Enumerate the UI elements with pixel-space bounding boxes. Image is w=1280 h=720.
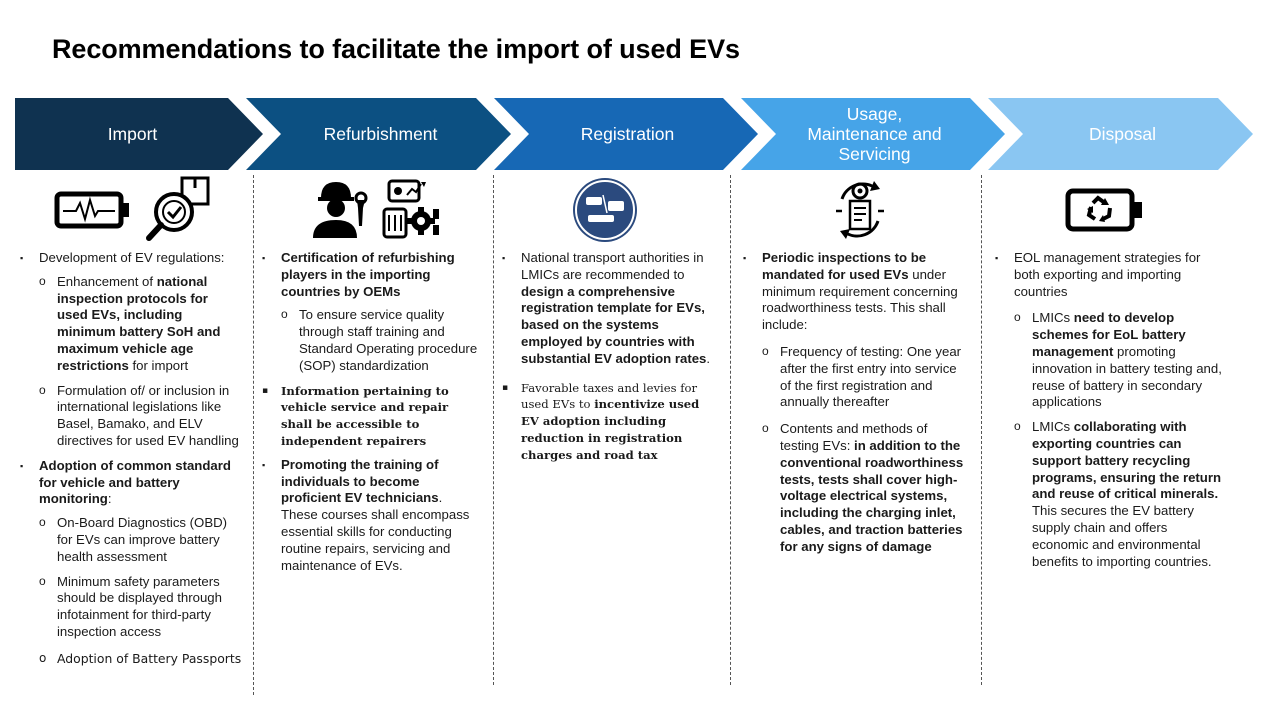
- usage-icons: [800, 175, 920, 245]
- stage-usage-label-line2: Maintenance and: [807, 124, 942, 144]
- list-item: On-Board Diagnostics (OBD) for EVs can i…: [38, 514, 242, 565]
- chevron-import: [15, 98, 263, 170]
- magnifier-check-icon: [146, 176, 210, 241]
- list-item: Periodic inspections to be mandated for …: [743, 250, 968, 334]
- list-item: Favorable taxes and levies for used EVs …: [502, 380, 717, 464]
- list-item: EOL management strategies for both expor…: [995, 250, 1225, 300]
- refurbishment-column: Certification of refurbishing players in…: [262, 250, 482, 581]
- chevron-disposal: [988, 98, 1253, 170]
- list-item: Development of EV regulations:: [20, 250, 242, 267]
- column-divider: [253, 175, 254, 695]
- usage-column: Periodic inspections to be mandated for …: [743, 250, 968, 564]
- list-item: Minimum safety parameters should be disp…: [38, 573, 242, 641]
- process-chevrons: [15, 98, 1253, 170]
- list-item: Formulation of/ or inclusion in internat…: [38, 382, 242, 450]
- vehicle-registration-badge-icon: [573, 178, 637, 242]
- stage-registration-label: Registration: [580, 124, 675, 144]
- disposal-icons: [1050, 175, 1160, 245]
- stage-usage-label-line1: Usage,: [846, 104, 903, 124]
- stage-refurbishment-label: Refurbishment: [323, 124, 438, 144]
- stage-import-label: Import: [107, 124, 158, 144]
- gear-cycle-document-icon: [836, 181, 884, 239]
- list-item: Contents and methods of testing EVs: in …: [761, 420, 968, 555]
- battery-pulse-icon: [54, 191, 129, 229]
- column-divider: [981, 175, 982, 685]
- mechanic-icon: [313, 182, 368, 238]
- stage-usage-label: Usage, Maintenance and Servicing: [762, 98, 987, 170]
- stage-usage-label-line3: Servicing: [838, 144, 911, 164]
- battery-recycle-icon: [1065, 188, 1142, 232]
- chevron-usage: [741, 98, 1005, 170]
- machine-gear-icon: [382, 179, 439, 239]
- import-column: Development of EV regulations: Enhanceme…: [20, 250, 242, 676]
- column-divider: [493, 175, 494, 685]
- list-item: LMICs collaborating with exporting count…: [1013, 418, 1225, 570]
- registration-column: National transport authorities in LMICs …: [502, 250, 717, 471]
- list-item: Certification of refurbishing players in…: [262, 250, 482, 300]
- list-item: Adoption of common standard for vehicle …: [20, 458, 242, 508]
- chevron-registration: [494, 98, 758, 170]
- disposal-column: EOL management strategies for both expor…: [995, 250, 1225, 578]
- refurbishment-icons: [290, 175, 460, 245]
- chevron-refurbishment: [246, 98, 511, 170]
- page-title: Recommendations to facilitate the import…: [52, 34, 740, 64]
- list-item: Frequency of testing: One year after the…: [761, 343, 968, 411]
- list-item: Information pertaining to vehicle servic…: [262, 383, 482, 450]
- column-divider: [730, 175, 731, 685]
- list-item: National transport authorities in LMICs …: [502, 250, 717, 368]
- list-item: Promoting the training of individuals to…: [262, 457, 482, 575]
- registration-icons: [540, 175, 670, 245]
- import-icons: [40, 175, 230, 245]
- stage-disposal-label: Disposal: [1088, 124, 1157, 144]
- list-item: LMICs need to develop schemes for EoL ba…: [1013, 309, 1225, 411]
- list-item: Enhancement of national inspection proto…: [38, 273, 242, 375]
- list-item: Adoption of Battery Passports: [38, 650, 242, 668]
- list-item: To ensure service quality through staff …: [280, 306, 482, 374]
